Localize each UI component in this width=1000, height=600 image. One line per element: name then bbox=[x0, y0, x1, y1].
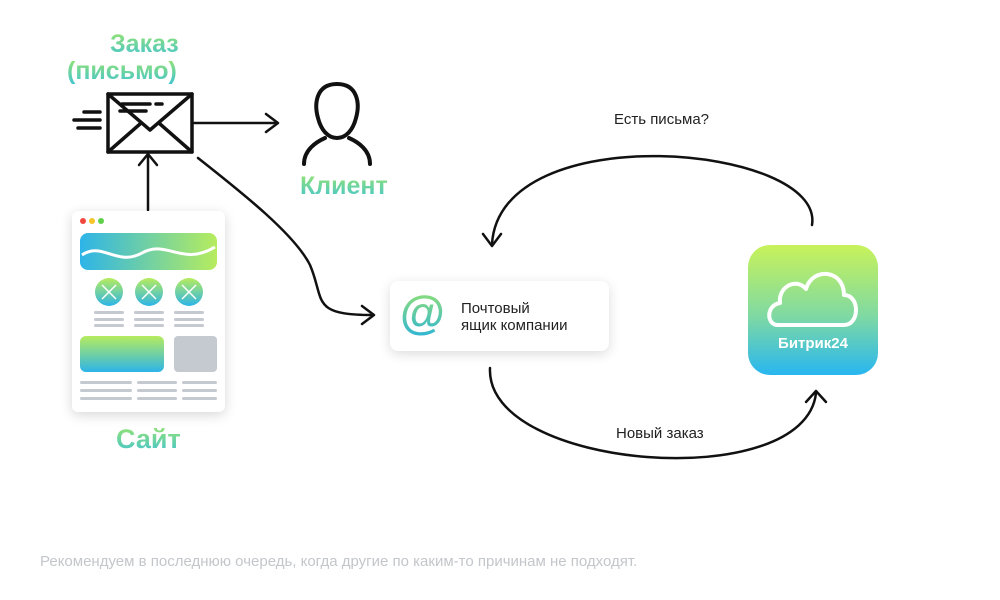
placeholder-image-icon bbox=[135, 278, 163, 306]
new-order-label: Новый заказ bbox=[616, 425, 704, 442]
at-sign-icon: @ bbox=[400, 286, 445, 338]
check-mail-label: Есть письма? bbox=[614, 111, 710, 128]
order-subtitle: (письмо) bbox=[67, 57, 177, 85]
mailbox-label-line2: ящик компании bbox=[461, 317, 568, 334]
placeholder-image-icon bbox=[175, 278, 203, 306]
site-label: Сайт bbox=[116, 424, 181, 454]
arrow-site-to-envelope bbox=[137, 152, 159, 212]
order-title: Заказ bbox=[110, 30, 179, 58]
arrow-check-mail bbox=[481, 154, 814, 248]
window-dot-yellow bbox=[89, 218, 95, 224]
bitrix24-app-tile: Битрик24 bbox=[748, 245, 878, 375]
client-label: Клиент bbox=[300, 172, 388, 200]
cloud-icon bbox=[767, 271, 858, 327]
person-icon bbox=[302, 82, 372, 166]
placeholder-image-icon bbox=[95, 278, 123, 306]
bitrix24-name: Битрик24 bbox=[778, 335, 848, 352]
footer-note: Рекомендуем в последнюю очередь, когда д… bbox=[40, 553, 638, 570]
site-content-graphic bbox=[80, 233, 217, 400]
window-dot-green bbox=[98, 218, 104, 224]
site-mockup bbox=[72, 211, 225, 412]
mailbox-label-line1: Почтовый bbox=[461, 300, 530, 317]
arrow-new-order bbox=[488, 366, 828, 460]
window-dot-red bbox=[80, 218, 86, 224]
arrow-envelope-to-mailbox bbox=[196, 156, 376, 326]
envelope-icon bbox=[72, 92, 194, 154]
company-mailbox-card: @ Почтовый ящик компании bbox=[390, 281, 609, 351]
arrow-to-client bbox=[192, 112, 280, 134]
